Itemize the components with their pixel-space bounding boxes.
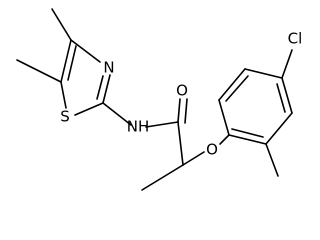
atom-label-nh-amide: NH: [127, 118, 150, 136]
bond-alpha-methyl: [141, 164, 184, 191]
bond-nh-carbonyl: [145, 121, 179, 128]
bond-c5-methyl: [16, 59, 62, 83]
bond-ring-4: [281, 77, 293, 114]
bond-c4-n3: [70, 39, 101, 63]
bond-ring-4-double: [276, 83, 286, 113]
bond-c4-methyl: [51, 8, 72, 41]
bond-ring-2: [218, 68, 246, 101]
atom-label-s-thiazole: S: [60, 108, 70, 126]
bond-ring-chlorine: [281, 49, 293, 79]
bond-s1-c5: [60, 81, 67, 109]
bond-oxygen-ring: [219, 134, 230, 145]
atom-labels: N S NH O O Cl: [60, 30, 302, 159]
bond-c4-c5-double: [67, 45, 77, 81]
bond-ring-2-double: [225, 75, 249, 102]
bond-lines: [16, 8, 293, 191]
bond-ring-6-double: [231, 128, 264, 138]
bond-carbonyl-o: [177, 98, 181, 123]
atom-label-n-thiazole: N: [103, 59, 114, 77]
bond-ring-5: [265, 112, 293, 145]
bond-carbonyl-alpha: [177, 121, 184, 166]
molecule-structure: N S NH O O Cl: [16, 8, 302, 191]
atom-label-chlorine: Cl: [288, 30, 303, 48]
bond-alpha-oxygen: [182, 151, 205, 166]
bond-carbonyl-o-double: [184, 98, 188, 124]
bond-n3-c2: [102, 74, 111, 104]
bond-c2-s1: [74, 102, 104, 116]
atom-label-o-ether: O: [206, 141, 218, 159]
bond-c4-c5: [60, 39, 72, 83]
bond-n3-c2-double: [96, 75, 104, 100]
bond-ring-6: [228, 134, 267, 145]
bond-ring-methyl: [265, 143, 279, 177]
bond-ring-3: [244, 68, 283, 79]
structure-canvas: N S NH O O Cl: [16, 8, 303, 191]
bond-c2-nh: [102, 102, 132, 126]
bond-ring-1: [218, 99, 230, 136]
atom-label-o-carbonyl: O: [176, 82, 188, 100]
